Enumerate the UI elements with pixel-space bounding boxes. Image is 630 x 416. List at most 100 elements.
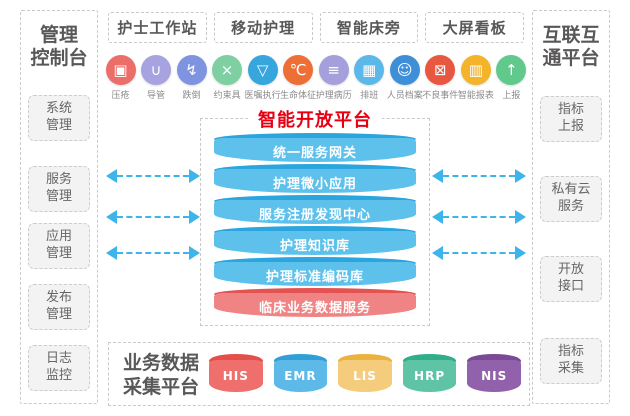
catheter-icon: ∪ (141, 55, 172, 85)
app-personnel-files[interactable]: ☺ 人员档案 (386, 55, 423, 101)
platform-layers: 统一服务网关 护理微小应用 服务注册发现中心 护理知识库 护理标准编码库 临床业… (214, 133, 416, 319)
management-console-title: 管理 控制台 (21, 24, 97, 70)
layer-nursing-knowledge-base[interactable]: 护理知识库 (214, 226, 416, 255)
cylinder-body (214, 293, 416, 317)
layer-label: 统一服务网关 (272, 146, 357, 161)
icon-label: 不良事件 (422, 91, 459, 101)
cylinder-body (338, 360, 392, 392)
sidebar-item-service-management[interactable]: 服务管理 (28, 166, 90, 212)
layer-label: 护理微小应用 (272, 177, 357, 192)
database-his[interactable]: HIS (209, 354, 263, 392)
sidebar-item-private-cloud-service[interactable]: 私有云服务 (540, 176, 602, 222)
left-bidirectional-arrow-2 (106, 210, 200, 224)
icon-label: 跌倒 (182, 91, 201, 101)
app-scheduling[interactable]: ▦ 排班 (352, 55, 387, 101)
tab-smart-bedside[interactable]: 智能床旁 (319, 12, 419, 43)
client-tabs-row: 护士工作站 移动护理 智能床旁 大屏看板 (108, 12, 524, 43)
app-order-execution[interactable]: ▽ 医嘱执行 (244, 55, 281, 101)
layer-clinical-business-data-service[interactable]: 临床业务数据服务 (214, 288, 416, 317)
order-execution-icon: ▽ (247, 55, 278, 85)
layer-nursing-micro-apps[interactable]: 护理微小应用 (214, 164, 416, 193)
interconnect-platform-title: 互联互 通平台 (533, 24, 609, 70)
business-data-collection-title: 业务数据 采集平台 (123, 352, 200, 399)
sidebar-item-log-monitoring[interactable]: 日志监控 (28, 345, 90, 391)
app-pressure-sore[interactable]: ▣ 压疮 (103, 55, 138, 101)
icon-label: 约束具 (213, 91, 241, 101)
layer-label: 护理标准编码库 (265, 270, 364, 285)
app-icons-row: ▣ 压疮 ∪ 导管 ↯ 跌倒 × 约束具 ▽ 医嘱执行 ℃ 生命体征 ≡ 护理病… (103, 55, 529, 101)
sidebar-item-application-management[interactable]: 应用管理 (28, 223, 90, 269)
database-label: NIS (481, 369, 508, 383)
app-reporting[interactable]: ↑ 上报 (494, 55, 529, 101)
scheduling-icon: ▦ (354, 55, 385, 85)
database-row: HIS EMR LIS HRP NIS (209, 354, 521, 394)
right-bidirectional-arrow-3 (432, 246, 526, 260)
sidebar-item-open-api[interactable]: 开放接口 (540, 256, 602, 302)
layer-label: 服务注册发现中心 (258, 208, 371, 223)
sidebar-item-indicator-reporting[interactable]: 指标上报 (540, 96, 602, 142)
sidebar-item-indicator-collection[interactable]: 指标采集 (540, 338, 602, 384)
left-bidirectional-arrow-1 (106, 169, 200, 183)
title-line: 管理 (39, 24, 78, 46)
title-line: 通平台 (542, 47, 600, 70)
panel-management-console: 管理 控制台 系统管理 服务管理 应用管理 发布管理 日志监控 (20, 10, 98, 404)
smart-open-platform-title: 智能开放平台 (200, 106, 430, 132)
app-nursing-record[interactable]: ≡ 护理病历 (315, 55, 352, 101)
database-label: HIS (222, 369, 249, 383)
icon-label: 排班 (360, 91, 379, 101)
title-line: 互联互 (542, 24, 600, 46)
sidebar-item-release-management[interactable]: 发布管理 (28, 284, 90, 330)
icon-label: 护理病历 (315, 91, 352, 101)
database-emr[interactable]: EMR (273, 354, 328, 392)
reporting-icon: ↑ (496, 55, 527, 85)
app-restraint[interactable]: × 约束具 (210, 55, 245, 101)
layer-unified-service-gateway[interactable]: 统一服务网关 (214, 133, 416, 162)
app-catheter[interactable]: ∪ 导管 (139, 55, 174, 101)
panel-interconnect-platform: 互联互 通平台 指标上报 私有云服务 开放接口 指标采集 (532, 10, 610, 404)
tab-mobile-nursing[interactable]: 移动护理 (213, 12, 313, 43)
icon-label: 上报 (502, 91, 521, 101)
layer-label: 临床业务数据服务 (258, 301, 371, 316)
cylinder-body (214, 200, 416, 224)
app-fall[interactable]: ↯ 跌倒 (174, 55, 209, 101)
icon-label: 人员档案 (386, 91, 423, 101)
database-nis[interactable]: NIS (467, 354, 521, 392)
icon-label: 生命体征 (280, 91, 317, 101)
database-lis[interactable]: LIS (338, 354, 392, 392)
app-adverse-events[interactable]: ⊠ 不良事件 (422, 55, 459, 101)
app-smart-reports[interactable]: ▥ 智能报表 (458, 55, 494, 101)
smart-reports-icon: ▥ (460, 55, 491, 85)
personnel-files-icon: ☺ (389, 55, 420, 85)
restraint-icon: × (212, 55, 243, 85)
right-bidirectional-arrow-1 (432, 169, 526, 183)
database-label: EMR (284, 369, 317, 383)
vital-signs-icon: ℃ (283, 55, 314, 85)
database-label: LIS (353, 369, 377, 383)
panel-business-data-collection: 业务数据 采集平台 HIS EMR LIS HRP (108, 342, 530, 406)
pressure-sore-icon: ▣ (105, 55, 136, 85)
icon-label: 医嘱执行 (244, 91, 281, 101)
cylinder-body (467, 360, 521, 392)
icon-label: 导管 (147, 91, 166, 101)
cylinder-body (273, 360, 328, 392)
layer-nursing-standard-code-base[interactable]: 护理标准编码库 (214, 257, 416, 286)
icon-label: 压疮 (111, 91, 130, 101)
left-bidirectional-arrow-3 (106, 246, 200, 260)
layer-service-registry-discovery-center[interactable]: 服务注册发现中心 (214, 195, 416, 224)
adverse-events-icon: ⊠ (425, 55, 456, 85)
cylinder-body (402, 360, 457, 392)
layer-label: 护理知识库 (279, 239, 350, 254)
tab-big-screen-dashboard[interactable]: 大屏看板 (425, 12, 524, 43)
sidebar-item-system-management[interactable]: 系统管理 (28, 95, 90, 141)
app-vital-signs[interactable]: ℃ 生命体征 (280, 55, 317, 101)
nursing-record-icon: ≡ (318, 55, 349, 85)
right-bidirectional-arrow-2 (432, 210, 526, 224)
tab-nurse-workstation[interactable]: 护士工作站 (108, 12, 207, 43)
database-label: HRP (414, 369, 446, 383)
cylinder-body (209, 360, 263, 392)
database-hrp[interactable]: HRP (402, 354, 457, 392)
cylinder-body (214, 231, 416, 255)
cylinder-body (214, 138, 416, 162)
fall-icon: ↯ (176, 55, 207, 85)
